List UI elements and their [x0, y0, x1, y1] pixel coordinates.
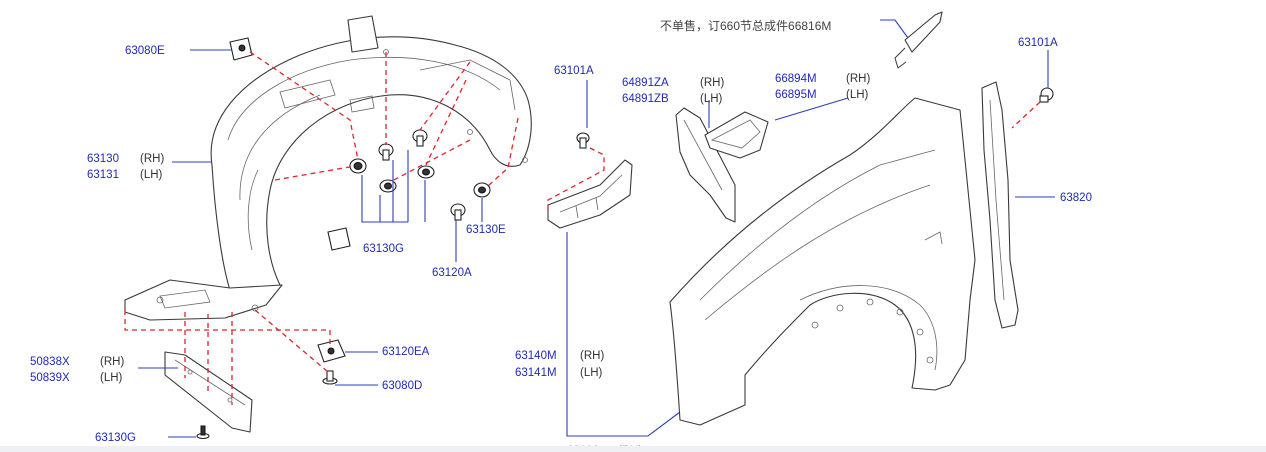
bottom-scroll-strip: [0, 446, 1266, 452]
label-50839x-side: (LH): [100, 372, 123, 384]
label-66895m[interactable]: 66895M: [775, 89, 817, 101]
clip-icon: [327, 227, 351, 251]
label-63820[interactable]: 63820: [1060, 192, 1092, 204]
label-50838x-side: (RH): [100, 356, 124, 368]
label-64891zb-side: (LH): [700, 93, 723, 105]
label-63120a[interactable]: 63120A: [432, 267, 472, 279]
label-63140m[interactable]: 63140M: [515, 350, 557, 362]
label-66894m[interactable]: 66894M: [775, 73, 817, 85]
label-63080d[interactable]: 63080D: [382, 380, 422, 392]
part-labels: 不单售，订660节总成件66816M 63080E 63130 (RH) 631…: [30, 18, 1092, 452]
label-63101a-mid[interactable]: 63101A: [554, 65, 594, 77]
fastener-paths-left: [124, 51, 519, 405]
fender-insulator-part: [675, 107, 769, 223]
label-63130[interactable]: 63130: [87, 153, 119, 165]
note-text: 不单售，订660节总成件66816M: [660, 18, 831, 33]
fender-liner-part: [124, 15, 532, 321]
label-66895m-side: (LH): [846, 89, 869, 101]
fender-side-filler-part: [981, 81, 1054, 329]
label-63120ea[interactable]: 63120EA: [382, 346, 430, 358]
label-64891za-side: (RH): [700, 77, 724, 89]
label-63140m-side: (RH): [580, 350, 604, 362]
label-64891za[interactable]: 64891ZA: [622, 77, 669, 89]
mud-guard-strip-part: [164, 351, 253, 433]
front-fender-part: [669, 97, 976, 426]
label-63101a-right[interactable]: 63101A: [1018, 37, 1058, 49]
fender-moulding-part: [894, 11, 943, 69]
label-64891zb[interactable]: 64891ZB: [622, 93, 669, 105]
label-63131-side: (LH): [140, 169, 163, 181]
label-63080e[interactable]: 63080E: [125, 45, 165, 57]
label-63141m-side: (LH): [580, 367, 603, 379]
liner-clips: [196, 37, 491, 440]
label-50838x[interactable]: 50838X: [30, 356, 70, 368]
label-63130e[interactable]: 63130E: [466, 224, 506, 236]
label-63130-side: (RH): [140, 153, 164, 165]
label-63130g-bottom[interactable]: 63130G: [95, 432, 136, 444]
label-66894m-side: (RH): [846, 73, 870, 85]
label-63130g-top[interactable]: 63130G: [363, 243, 404, 255]
label-63131[interactable]: 63131: [87, 169, 119, 181]
leader-lines: [138, 19, 1055, 438]
label-50839x[interactable]: 50839X: [30, 372, 70, 384]
label-63141m[interactable]: 63141M: [515, 367, 557, 379]
fender-bracket-part: [547, 132, 633, 229]
